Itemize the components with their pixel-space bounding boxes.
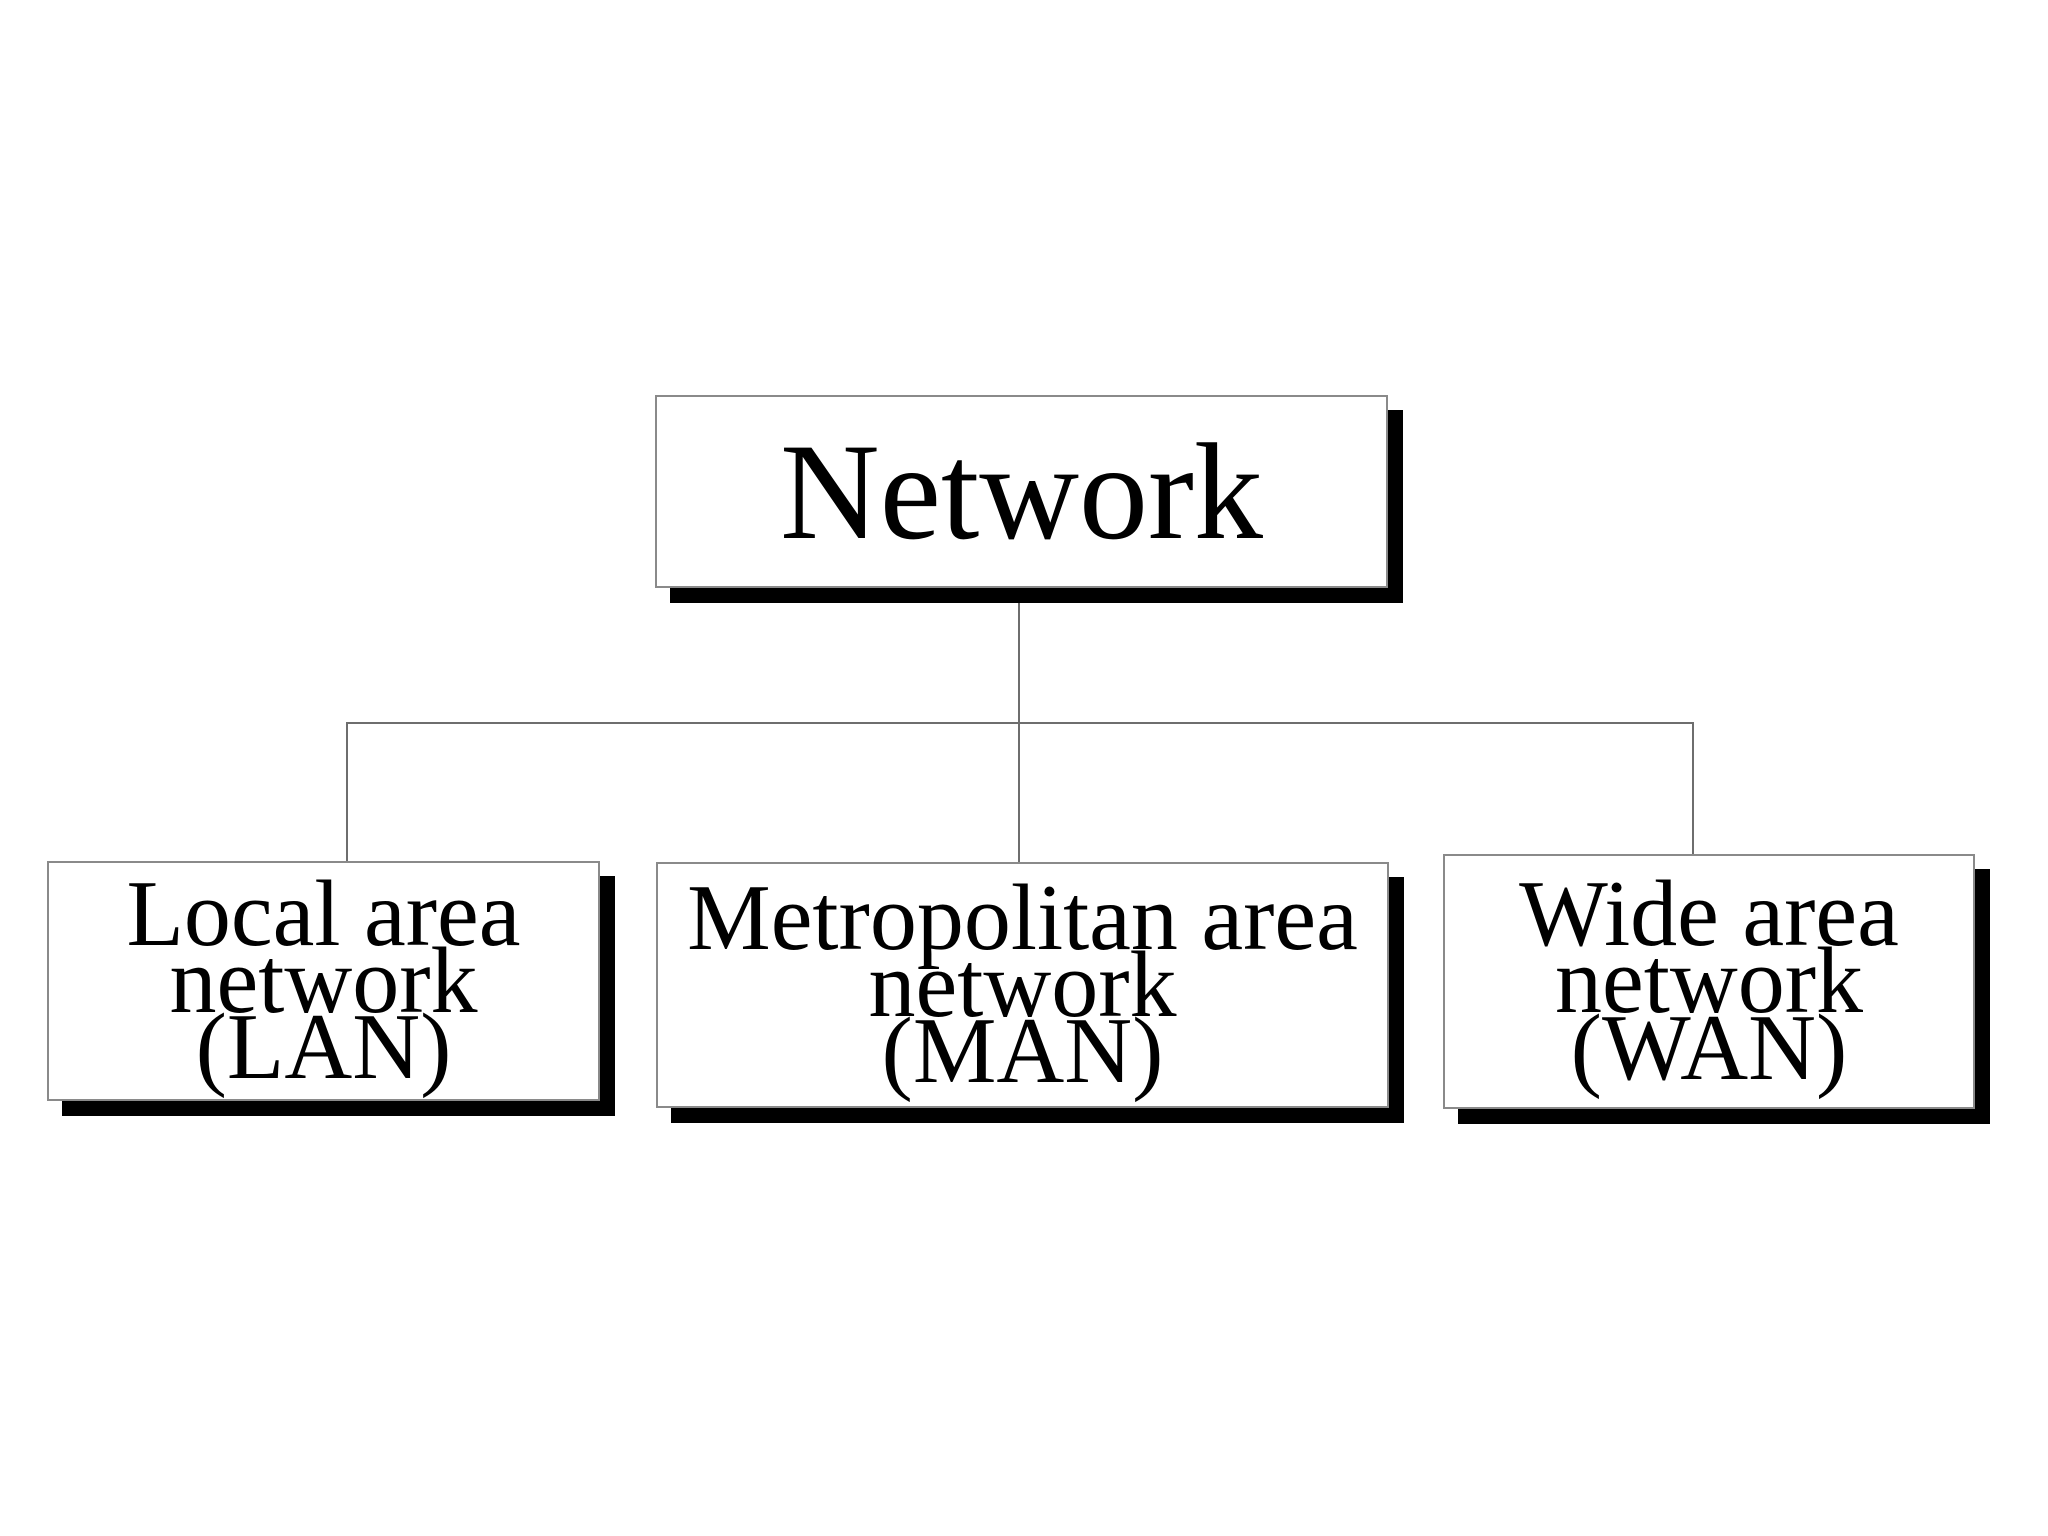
node-lan: Local area network (LAN)	[47, 861, 600, 1101]
connector-horizontal-crossbar	[346, 722, 1694, 724]
node-man-label-line-2: network	[868, 932, 1177, 1037]
node-lan-label-line-3: (LAN)	[195, 995, 452, 1100]
node-man-label-line-3: (MAN)	[881, 999, 1164, 1104]
connector-wan-drop	[1692, 722, 1694, 854]
node-lan-label-line-1: Local area	[126, 861, 521, 966]
node-man: Metropolitan area network (MAN)	[656, 862, 1389, 1108]
node-network: Network	[655, 395, 1388, 588]
node-wan-label-line-1: Wide area	[1519, 862, 1899, 967]
node-wan-label-line-2: network	[1554, 929, 1864, 1034]
node-lan-label-line-2: network	[169, 928, 478, 1033]
connector-trunk-vertical	[1018, 588, 1020, 862]
node-network-label: Network	[780, 414, 1263, 568]
node-wan-label-line-3: (WAN)	[1570, 995, 1848, 1100]
node-wan: Wide area network (WAN)	[1443, 854, 1975, 1109]
connector-lan-drop	[346, 722, 348, 861]
node-man-label-line-1: Metropolitan area	[687, 865, 1358, 970]
